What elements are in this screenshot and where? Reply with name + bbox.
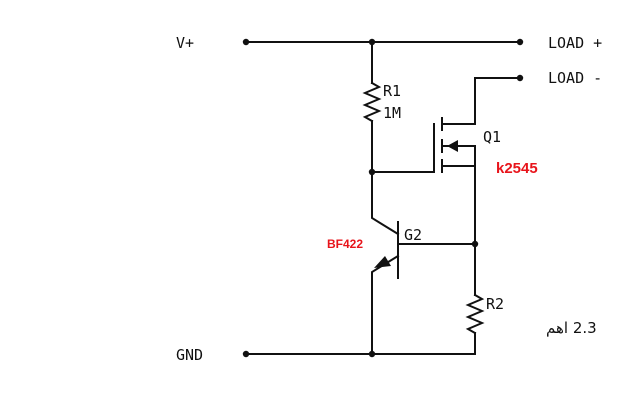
load-minus-label: LOAD - <box>548 69 602 87</box>
r1-name-label: R1 <box>383 82 401 100</box>
r1-resistor <box>362 41 382 173</box>
gnd-label: GND <box>176 346 203 364</box>
q1-mosfet <box>441 74 524 173</box>
q1-body-arrow <box>447 140 458 152</box>
q2-transistor <box>371 171 400 355</box>
q2-emitter-arrow <box>374 256 391 268</box>
q2-name-label: G2 <box>404 226 422 244</box>
load-plus-label: LOAD + <box>548 34 602 52</box>
r1-value-label: 1M <box>383 104 401 122</box>
q2-part-label: BF422 <box>327 237 363 251</box>
vplus-label: V+ <box>176 34 194 52</box>
gate-node <box>368 123 435 176</box>
source-node <box>397 165 479 296</box>
gnd-rail <box>242 350 476 358</box>
r2-name-label: R2 <box>486 295 504 313</box>
q1-part-label: k2545 <box>496 160 538 177</box>
vplus-rail <box>242 38 524 46</box>
q1-name-label: Q1 <box>483 128 501 146</box>
r2-resistor <box>465 293 485 355</box>
r2-value-label: 2.3 اهم <box>546 319 597 337</box>
